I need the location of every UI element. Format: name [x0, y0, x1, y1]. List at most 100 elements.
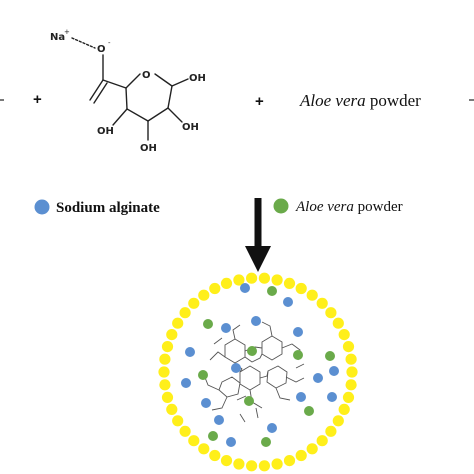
shell-dot	[258, 272, 270, 284]
alginate-dot	[251, 316, 261, 326]
alginate-dot	[313, 373, 323, 383]
shell-dot	[158, 366, 170, 378]
alginate-dot	[240, 283, 250, 293]
network-bond-2	[295, 363, 305, 369]
plus-sign-right: +	[255, 93, 264, 110]
network-chain-14	[255, 407, 259, 419]
shell-dot	[345, 353, 357, 365]
shell-dot	[166, 329, 178, 341]
ring-bond-3	[167, 85, 173, 109]
network-chain-15	[239, 413, 246, 423]
shell-dot	[179, 425, 191, 437]
legend-alginate-dot	[34, 199, 50, 215]
oh-bond-4	[112, 108, 128, 126]
shell-dot	[342, 391, 355, 403]
shell-dot	[345, 379, 357, 391]
alginate-dot	[181, 378, 191, 388]
hydroxyl-label-3: OH	[140, 143, 157, 154]
oh-bond-2	[167, 107, 183, 123]
alginate-dot	[226, 437, 236, 447]
network-ring-5	[266, 365, 288, 389]
ring-bond-4	[147, 107, 169, 122]
sodium-charge: +	[64, 28, 70, 36]
network-chain-11	[275, 387, 291, 401]
shell-dot	[346, 366, 358, 378]
shell-dot	[161, 391, 174, 403]
network-chain-4	[259, 370, 269, 379]
network-chain-10	[232, 324, 241, 340]
shell-dot	[342, 341, 355, 353]
alginate-dot	[214, 415, 224, 425]
alginate-dot	[201, 398, 211, 408]
hydroxyl-label-1: OH	[189, 73, 206, 84]
network-ring-3	[239, 365, 261, 391]
shell-dot	[161, 341, 174, 353]
aloe-vera-dot	[304, 406, 314, 416]
particle-shell	[158, 272, 358, 472]
alginate-dot	[293, 327, 303, 337]
shell-dot	[159, 379, 171, 391]
carboxyl-oxygen-label: O	[97, 44, 106, 55]
alginate-dot	[231, 363, 241, 373]
shell-dot	[283, 455, 296, 467]
shell-dot	[338, 329, 350, 341]
shell-dot	[271, 274, 283, 286]
shell-dot	[325, 425, 337, 437]
arrow-head	[245, 246, 271, 272]
shell-dot	[220, 277, 233, 289]
alginate-dot	[327, 392, 337, 402]
hydroxyl-label-4: OH	[97, 126, 114, 137]
legend-aloe-dot	[273, 198, 289, 214]
legend-aloe-vera-powder: Aloe vera powder	[295, 199, 403, 215]
carboxyl-ring-bond	[102, 79, 127, 89]
shell-dot	[271, 458, 283, 470]
shell-dot	[166, 403, 178, 415]
shell-dot	[332, 415, 344, 427]
network-chain-9	[261, 321, 273, 337]
shell-dot	[179, 307, 191, 319]
alginate-dot	[267, 423, 277, 433]
shell-dot	[220, 455, 233, 467]
network-chain-6	[285, 376, 305, 383]
shell-dot	[295, 449, 307, 462]
shell-dot	[172, 415, 184, 427]
beads-particle	[158, 272, 358, 472]
shell-dot	[258, 460, 270, 472]
particle-fillers	[181, 283, 339, 447]
shell-dot	[332, 317, 344, 329]
shell-dot	[306, 289, 318, 301]
alginate-structure	[71, 37, 189, 141]
shell-dot	[209, 282, 221, 295]
aloe-vera-dot	[325, 351, 335, 361]
shell-dot	[316, 435, 328, 447]
aloe-vera-dot	[267, 286, 277, 296]
aloe-vera-dot	[293, 350, 303, 360]
alginate-dot	[185, 347, 195, 357]
ring-bond-1	[125, 73, 141, 89]
shell-dot	[233, 274, 245, 286]
aloe-vera-dot	[247, 346, 257, 356]
alginate-dot	[296, 392, 306, 402]
aloe-molecular-network	[203, 321, 305, 423]
carbonyl-bond-a	[89, 79, 104, 101]
shell-dot	[306, 443, 318, 455]
network-ring-4	[218, 376, 241, 398]
plus-sign-left: +	[33, 91, 42, 108]
network-ring-1	[224, 338, 246, 364]
ionic-bond	[71, 37, 96, 49]
carboxyl-charge: -	[108, 39, 111, 47]
shell-dot	[188, 297, 200, 309]
aloe-vera-dot	[198, 370, 208, 380]
aloe-vera-dot	[244, 396, 254, 406]
ring-oxygen-label: O	[142, 70, 151, 81]
network-ring-2	[261, 335, 283, 361]
aloe-vera-reactant: Aloe vera powder	[299, 91, 421, 110]
shell-dot	[295, 282, 307, 295]
oh-bond-1	[171, 78, 189, 87]
shell-dot	[198, 443, 210, 455]
shell-dot	[325, 307, 337, 319]
shell-dot	[209, 449, 221, 462]
shell-dot	[246, 460, 258, 472]
alginate-dot	[221, 323, 231, 333]
aloe-vera-dot	[261, 437, 271, 447]
